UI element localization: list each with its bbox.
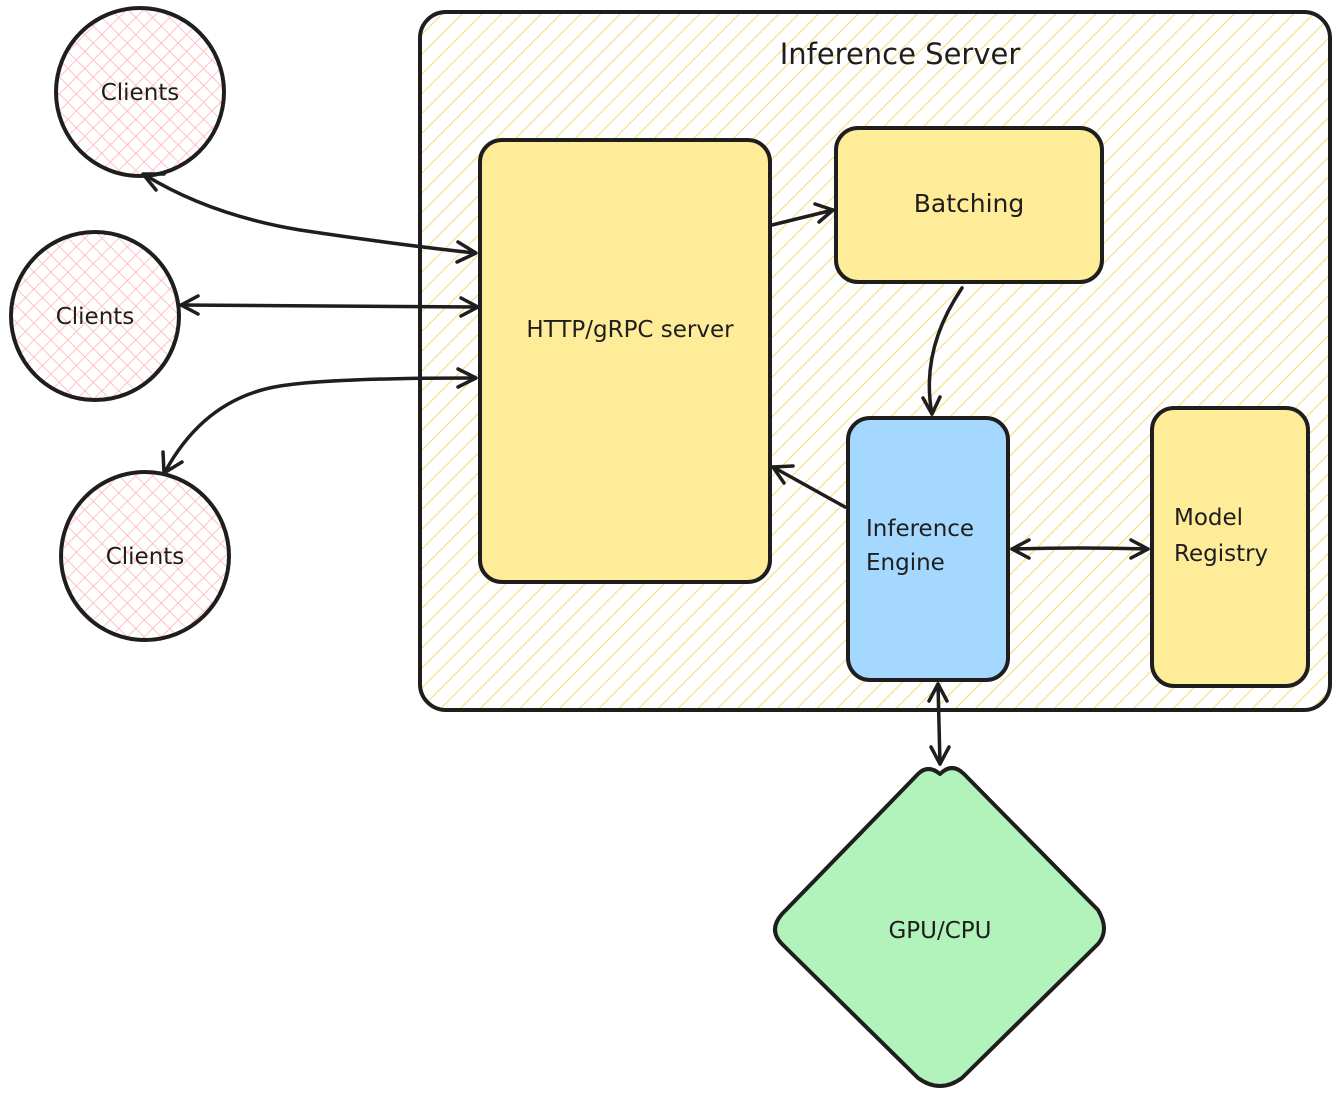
client-node-2: Clients [9,230,181,402]
inference-engine-label-line2: Engine [866,550,945,576]
client-node-3: Clients [59,470,231,642]
batching-label: Batching [914,189,1025,218]
model-registry-label-line1: Model [1174,505,1243,531]
arrow-http-batching [770,202,835,227]
arrow-client2-http [179,294,480,318]
arrow-http-client3 [161,367,478,475]
inference-engine-label-line1: Inference [866,516,974,542]
model-registry-label-line2: Registry [1174,541,1268,567]
arrow-engine-http [771,464,847,509]
batching-node: Batching [834,126,1104,284]
arrow-client1-http [141,172,478,264]
client-node-1: Clients [54,6,226,178]
inference-engine-node: Inference Engine [846,416,1010,682]
gpu-cpu-node: GPU/CPU [773,766,1106,1088]
http-grpc-server-node: HTTP/gRPC server [478,138,772,584]
arrow-engine-gpu [927,682,951,766]
http-grpc-server-label: HTTP/gRPC server [526,317,734,343]
model-registry-node: Model Registry [1150,406,1310,688]
client-label-2: Clients [56,304,135,330]
client-label-1: Clients [101,80,180,106]
arrow-engine-registry [1010,538,1150,560]
gpu-cpu-label: GPU/CPU [888,918,991,944]
arrow-batching-engine [921,286,964,416]
client-label-3: Clients [106,544,185,570]
inference-server-title: Inference Server [780,37,1021,71]
